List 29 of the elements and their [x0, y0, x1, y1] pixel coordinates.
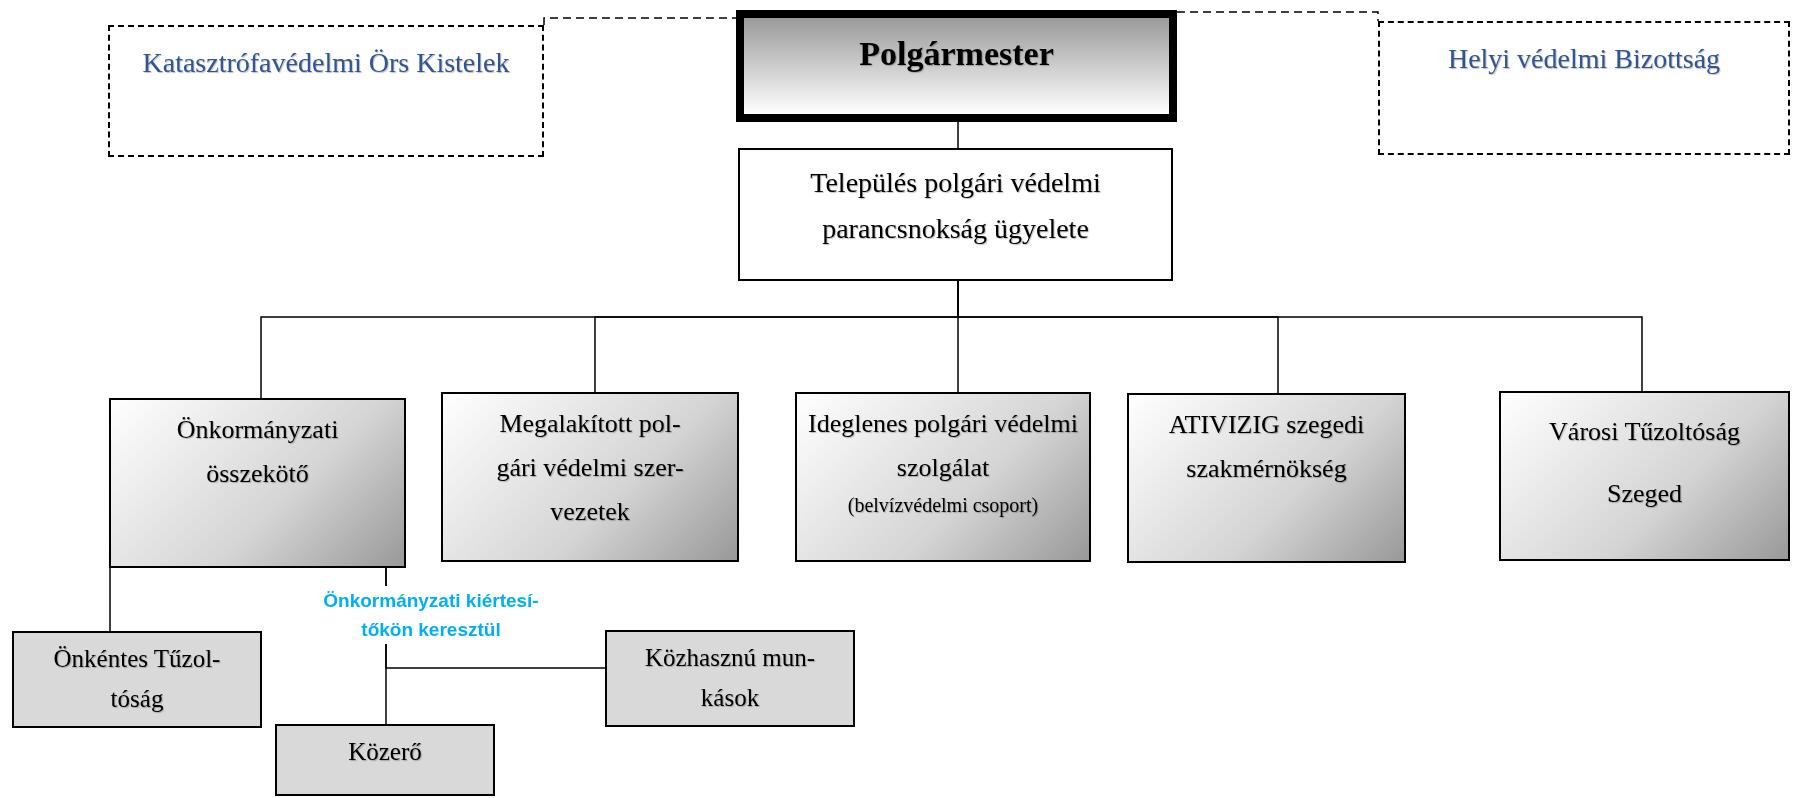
dashed-connector	[1176, 11, 1379, 22]
org-box	[736, 10, 1177, 122]
connector-line	[109, 567, 111, 632]
node-label: Önkormányzati összekötő	[175, 414, 340, 490]
org-box	[795, 392, 1091, 562]
org-box	[605, 630, 855, 727]
org-box	[109, 398, 406, 568]
org-box	[441, 392, 739, 562]
node-label: Ideglenes polgári védelmi szolgálat	[807, 408, 1079, 484]
org-box	[108, 25, 544, 157]
node-label: Település polgári védelmi parancsnokság ügyelete	[809, 166, 1102, 246]
connector-line	[957, 121, 959, 149]
org-box	[1499, 391, 1790, 561]
node-label: Közhasznú mun- kások	[643, 643, 817, 713]
node-label: Közerő	[348, 737, 422, 767]
org-box	[275, 724, 495, 796]
node-label: Katasztrófavédelmi Örs Kistelek	[142, 46, 510, 80]
node-label: Helyi védelmi Bizottság	[1447, 42, 1721, 76]
org-box	[12, 631, 262, 728]
node-label: Polgármester	[859, 34, 1054, 74]
node-label: Városi Tűzoltóság Szeged	[1548, 416, 1741, 510]
org-box	[1127, 393, 1406, 563]
node-label: Önkéntes Tűzol- tóság	[52, 644, 222, 714]
dashed-connector	[543, 17, 737, 26]
node-label: Megalakított pol- gári védelmi szer- vezetek	[495, 408, 685, 528]
node-label: ATIVIZIG szegedi szakmérnökség	[1167, 409, 1366, 485]
org-box	[1378, 21, 1790, 155]
org-box	[738, 148, 1173, 281]
node-label: (belvízvédelmi csoport)	[847, 493, 1039, 519]
